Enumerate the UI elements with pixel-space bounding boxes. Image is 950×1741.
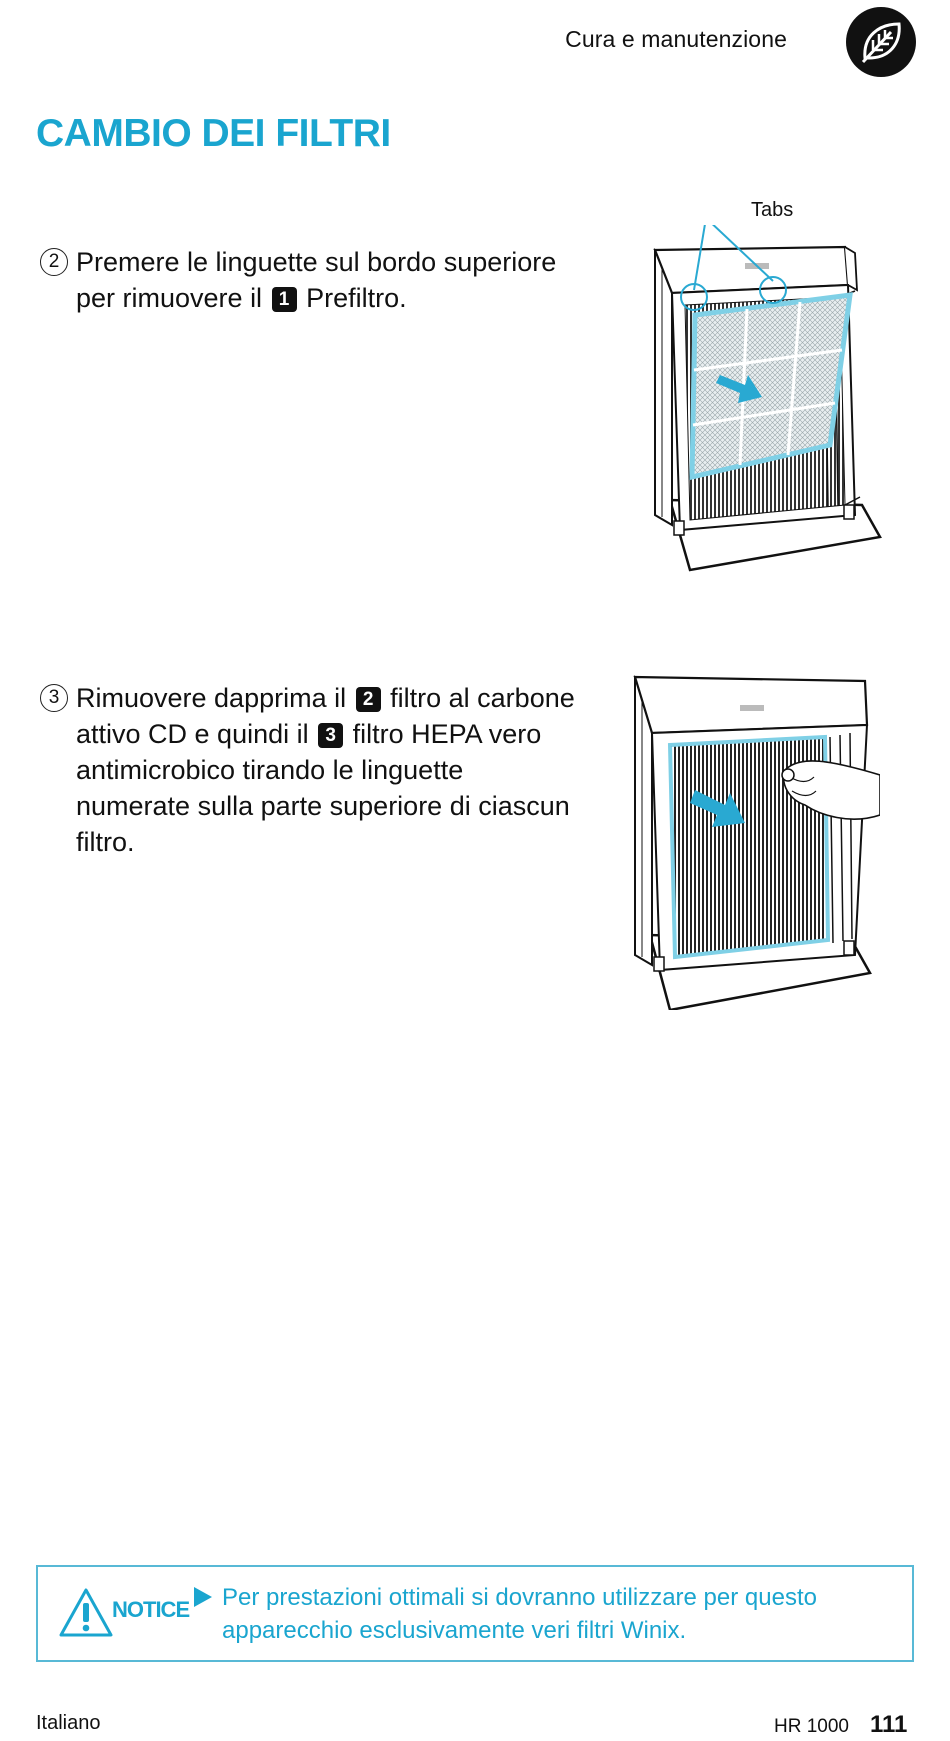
notice-label: NOTICE bbox=[112, 1597, 190, 1622]
step-text-part: Prefiltro. bbox=[306, 283, 407, 313]
footer-model: HR 1000 bbox=[774, 1716, 849, 1737]
filter-badge: 3 bbox=[318, 723, 344, 748]
step-3: 3 Rimuovere dapprima il 2 filtro al carb… bbox=[40, 680, 580, 860]
filter-badge: 1 bbox=[271, 287, 297, 312]
section-title: Cura e manutenzione bbox=[565, 26, 787, 52]
page-title: CAMBIO DEI FILTRI bbox=[36, 112, 391, 155]
play-arrow-icon bbox=[194, 1587, 212, 1607]
prefilter-removal-illustration bbox=[653, 225, 882, 572]
leaf-icon bbox=[846, 7, 916, 77]
page-number: 111 bbox=[870, 1711, 908, 1738]
warning-icon bbox=[59, 1588, 113, 1637]
notice-text: Per prestazioni ottimali si dovranno uti… bbox=[222, 1584, 817, 1644]
step-text-part: filtro al carbone attivo CD e quindi il bbox=[76, 683, 575, 749]
step-text-part: Rimuovere dapprima il bbox=[76, 683, 347, 713]
figure-label-tabs: Tabs bbox=[751, 199, 794, 221]
step-number: 3 bbox=[40, 684, 68, 712]
step-text-part: filtro HEPA vero antimicrobico tirando l… bbox=[76, 719, 570, 857]
step-text: Rimuovere dapprima il 2 filtro al carbon… bbox=[76, 680, 580, 860]
step-2: 2 Premere le linguette sul bordo superio… bbox=[40, 244, 580, 316]
footer-language: Italiano bbox=[36, 1712, 101, 1734]
step-text: Premere le linguette sul bordo superiore… bbox=[76, 244, 580, 316]
notice-box: NOTICE Per prestazioni ottimali si dovra… bbox=[36, 1565, 914, 1662]
step-number: 2 bbox=[40, 248, 68, 276]
step-text-part: Premere le linguette sul bordo superiore… bbox=[76, 247, 557, 313]
filter-removal-illustration bbox=[633, 675, 880, 1010]
filter-badge: 2 bbox=[355, 687, 381, 712]
